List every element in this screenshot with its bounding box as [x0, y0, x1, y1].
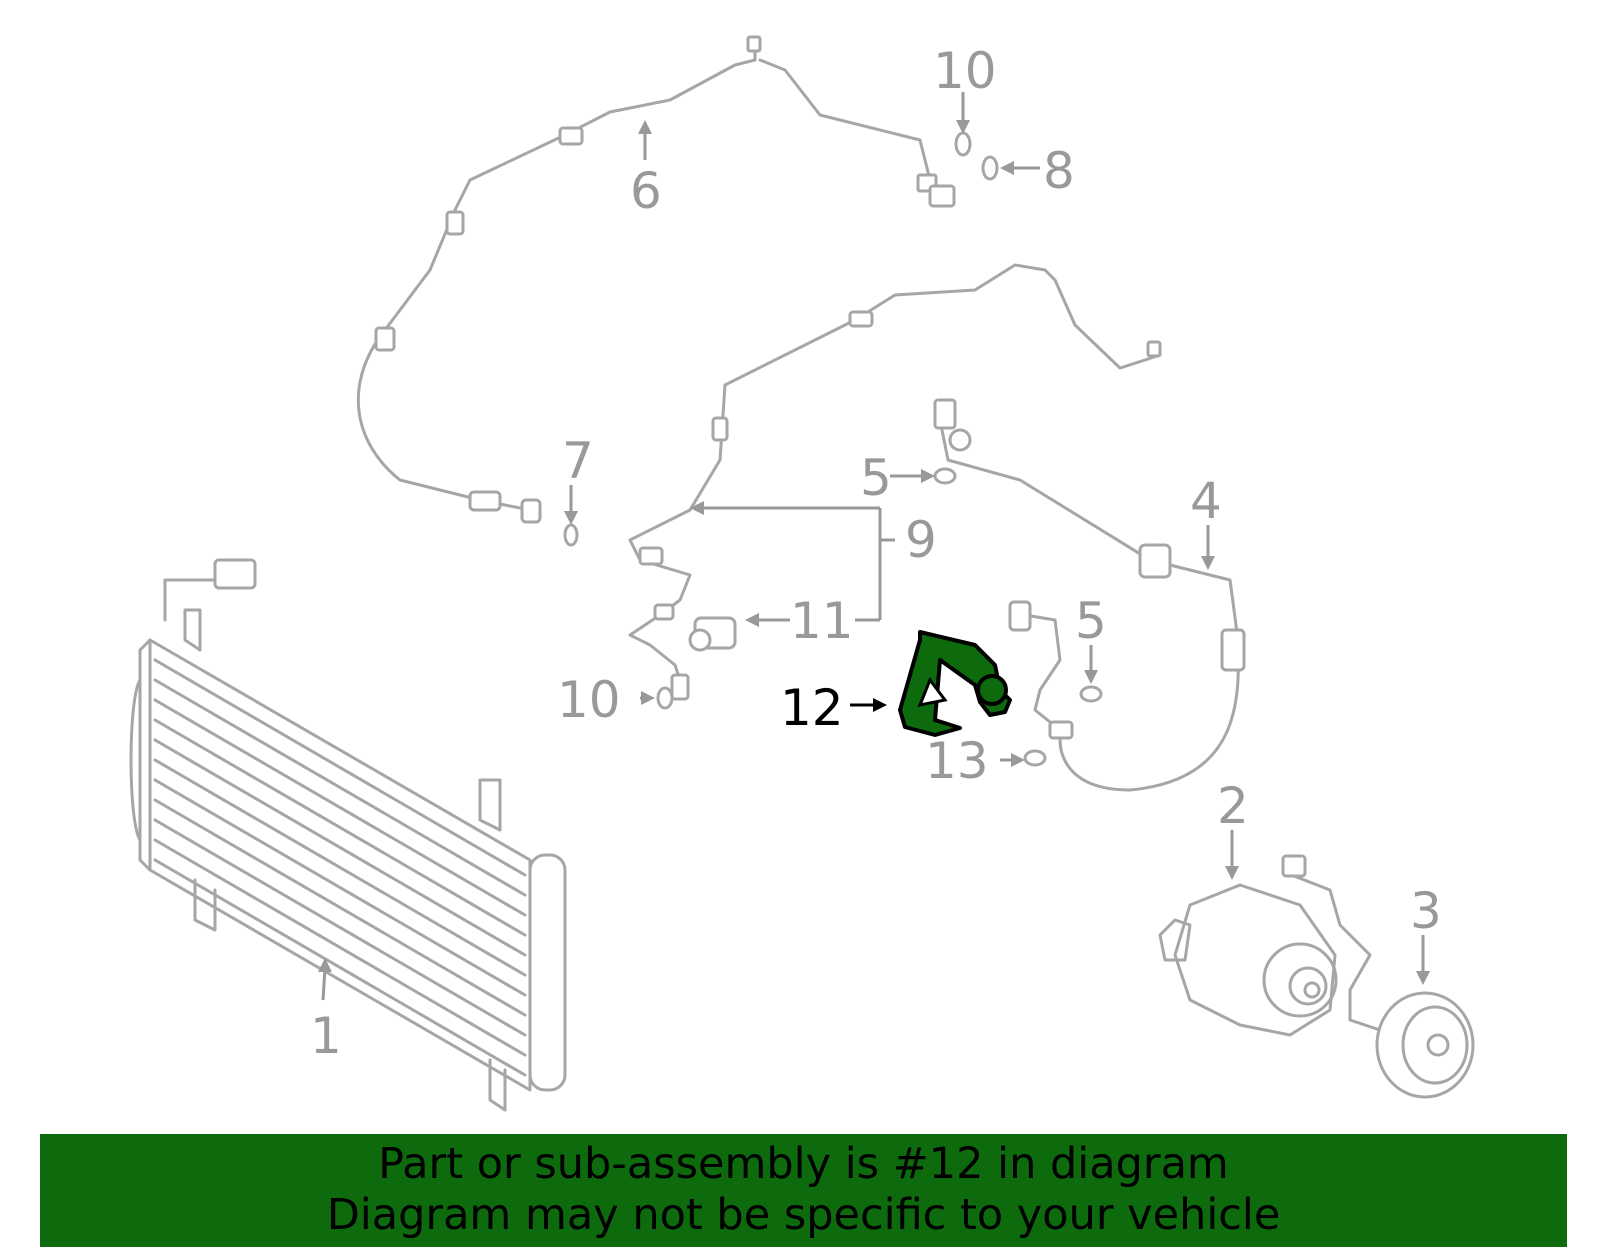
- hose-part-12-highlighted: [898, 630, 1012, 737]
- hose-part-6: [356, 35, 956, 524]
- callout-13: 13: [925, 732, 989, 790]
- condenser-fins: [153, 658, 527, 1077]
- callout-4: 4: [1190, 472, 1222, 530]
- callout-9: 9: [905, 511, 937, 569]
- tube-part-9: [628, 263, 1162, 701]
- callout-12: 12: [780, 679, 844, 737]
- callout-10-top: 10: [933, 42, 997, 100]
- o-ring-part-5-upper: [933, 467, 957, 485]
- o-ring-part-8: [981, 155, 999, 181]
- info-banner: Part or sub-assembly is #12 in diagram D…: [40, 1134, 1567, 1247]
- callout-5-lower: 5: [1075, 592, 1107, 650]
- pressure-switch-part-11: [688, 616, 737, 652]
- compressor-part-2: [1158, 854, 1382, 1037]
- callout-7: 7: [562, 432, 594, 490]
- callout-8: 8: [1043, 142, 1075, 200]
- o-ring-part-13: [1023, 749, 1047, 767]
- banner-line-part-number: Part or sub-assembly is #12 in diagram: [378, 1139, 1229, 1189]
- callout-3: 3: [1410, 882, 1442, 940]
- callout-5-upper: 5: [860, 449, 892, 507]
- callout-10-left: 10: [557, 671, 621, 729]
- o-ring-part-7: [563, 523, 579, 547]
- o-ring-part-10-top: [954, 131, 972, 157]
- hose-part-4: [933, 398, 1246, 792]
- leader-lines: [318, 92, 1430, 1001]
- o-ring-part-10-left: [656, 686, 674, 710]
- callout-2: 2: [1217, 777, 1249, 835]
- callout-11: 11: [790, 592, 854, 650]
- callout-6: 6: [630, 162, 662, 220]
- clutch-pulley-part-3: [1375, 991, 1475, 1099]
- banner-line-disclaimer: Diagram may not be specific to your vehi…: [326, 1190, 1281, 1240]
- o-ring-part-5-lower: [1079, 685, 1103, 703]
- condenser-part-1: [129, 558, 567, 1112]
- callout-1: 1: [310, 1007, 342, 1065]
- tube-part-13: [1008, 600, 1074, 740]
